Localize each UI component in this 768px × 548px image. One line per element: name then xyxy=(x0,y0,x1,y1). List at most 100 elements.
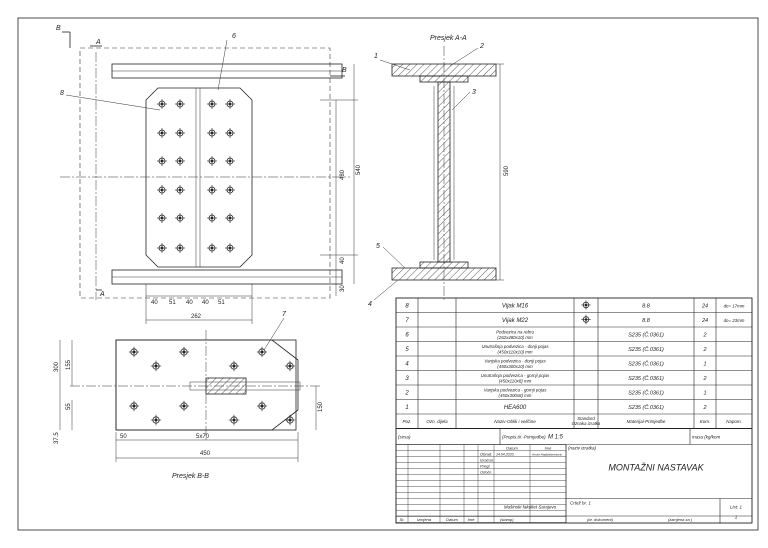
table-cell: 2 xyxy=(702,405,706,411)
bolt-grid-bottom xyxy=(128,346,296,426)
table-cell: List: 1 xyxy=(730,505,743,510)
table-cell: St. xyxy=(400,517,405,522)
table-cell: S235 (Č.0361) xyxy=(628,404,664,411)
table-cell: 14.04.2020. xyxy=(496,453,515,457)
drawing-text: Presjek A-A Presjek B-B A A B B 1 2 3 4 … xyxy=(54,25,510,480)
bolt-grid-top xyxy=(157,99,235,253)
section-b-title: Presjek B-B xyxy=(172,473,209,480)
callout-4: 4 xyxy=(368,301,372,308)
table-cell: 2 xyxy=(702,347,706,353)
top-view xyxy=(60,31,358,324)
dim-30: 30 xyxy=(340,285,346,292)
table-cell: Odobr. xyxy=(480,470,492,475)
callout-7: 7 xyxy=(282,311,287,318)
table-cell: 24 xyxy=(701,304,708,310)
table-cell: Ime xyxy=(468,517,475,522)
table-cell: (450x300x10) mm xyxy=(497,364,533,369)
dim-40-r: 40 xyxy=(340,257,346,264)
table-cell: Naziv-Oblik i veličine xyxy=(494,419,536,424)
callout-leaders xyxy=(65,39,479,351)
section-a-title: Presjek A-A xyxy=(430,35,467,42)
table-cell: (naziv izratka) xyxy=(568,446,597,451)
sheet-border xyxy=(17,17,759,531)
table-cell: Crtež br. 1 xyxy=(570,501,591,506)
table-cell: do= 23mm xyxy=(724,318,745,323)
table-cell: Standard xyxy=(577,416,595,421)
callout-8: 8 xyxy=(60,90,64,97)
table-cell: S235 (Č.0361) xyxy=(628,390,664,397)
table-cell: 24 xyxy=(701,318,708,324)
dim-51-a: 51 xyxy=(169,300,176,306)
table-cell: Oznaka izratka xyxy=(572,421,601,426)
table-cell: 8 xyxy=(405,304,409,310)
table-cell: Vanjska podvezica - donji pojas xyxy=(484,359,546,364)
table-cell: 2 xyxy=(404,391,409,397)
table-cell: 6 xyxy=(405,333,409,339)
table-cell: Datum xyxy=(446,517,458,522)
dim-40-a: 40 xyxy=(151,300,158,306)
table-cell: Ime xyxy=(545,446,552,451)
table-cell: 5 xyxy=(405,347,409,353)
table-cell: 2 xyxy=(702,376,706,382)
callout-5: 5 xyxy=(376,243,380,250)
table-cell: Podvezica na rebru xyxy=(496,330,534,335)
table-cell: (zamjena za ) xyxy=(668,517,693,522)
dim-480: 480 xyxy=(340,169,346,180)
dim-540: 540 xyxy=(356,164,362,175)
callout-3: 3 xyxy=(472,89,476,96)
drawing-title: MONTAŽNI NASTAVAK xyxy=(608,463,704,473)
table-cell: Vijak M22 xyxy=(502,318,529,324)
table-cell: Vijak M16 xyxy=(502,304,529,310)
dim-40-b: 40 xyxy=(186,300,193,306)
dim-300: 300 xyxy=(54,361,60,372)
dim-155: 155 xyxy=(66,359,72,370)
table-cell: 3 xyxy=(405,376,409,382)
callout-6: 6 xyxy=(232,33,236,40)
table-cell: Unutrašnja podvezica - donji pojas xyxy=(481,344,549,349)
table-cell: Obrad. xyxy=(480,452,492,457)
table-cell: Pregl. xyxy=(480,464,490,469)
table-cell: S235 (Č.0361) xyxy=(628,375,664,382)
table-cell: (sirsa) xyxy=(398,435,411,440)
marker-a-bottom: A xyxy=(99,291,105,298)
table-cell: (450x110x10) mm xyxy=(497,350,532,355)
table-cell: 8.8 xyxy=(642,304,651,310)
dim-150: 150 xyxy=(318,401,324,412)
table-cell: Mašinski fakultet Sarajevo xyxy=(504,505,557,510)
table-cell: Napom. xyxy=(726,419,742,424)
dim-5x70: 5x70 xyxy=(196,434,210,440)
table-cell: 1 xyxy=(405,405,408,411)
table-cell: Poz. xyxy=(402,419,411,424)
marker-b-right: B xyxy=(342,67,347,74)
table-cell: (Propis.tir.-Primjedbe) xyxy=(502,435,546,440)
dim-37-5: 37.5 xyxy=(54,432,60,444)
dim-40-c: 40 xyxy=(202,300,209,306)
table-cell: 1 xyxy=(735,515,738,520)
table-cell: Kom. xyxy=(700,419,711,424)
table-cell: (450x110x8) mm xyxy=(499,379,532,384)
dim-262: 262 xyxy=(191,314,202,320)
table-cell: (stamp) xyxy=(500,517,514,522)
table-cell: S235 (Č.0361) xyxy=(628,346,664,353)
table-cell: Armin Hadžiahmetović xyxy=(531,453,563,457)
table-cell: Ozn. dijela xyxy=(426,419,448,424)
table-cell: Vanjska podvezica - gornji pojas xyxy=(484,388,548,393)
section-b-b xyxy=(59,330,320,462)
dim-50: 50 xyxy=(120,434,127,440)
table-cell: 1 xyxy=(703,391,706,397)
table-cell: HEA600 xyxy=(504,405,527,411)
table-cell: M 1:5 xyxy=(548,435,564,441)
table-cell: Izračun. xyxy=(480,458,494,463)
table-cell: (br. dokument) xyxy=(587,517,614,522)
table-cell: 8.8 xyxy=(642,318,651,324)
table-cell: 4 xyxy=(405,362,409,368)
table-cell: 2 xyxy=(702,333,706,339)
table-cell: masa (kg/kom xyxy=(692,435,721,440)
table-cell: (450x300x8) mm xyxy=(499,393,532,398)
table-cell: Datum xyxy=(506,446,518,451)
table-cell: S235 (Č.0361) xyxy=(628,361,664,368)
callout-1: 1 xyxy=(374,53,378,60)
